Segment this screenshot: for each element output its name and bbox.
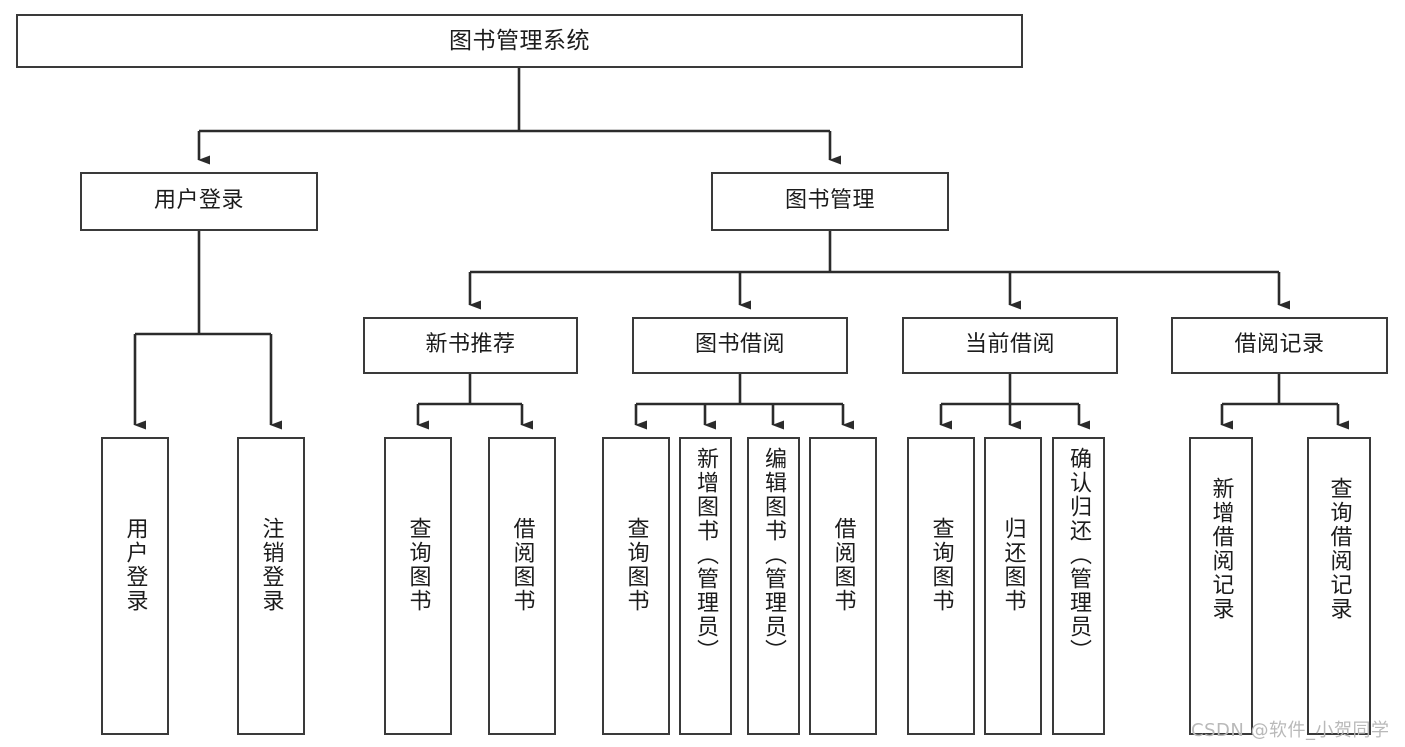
watermark-csdn: CSDN @软件_小贺同学: [1191, 720, 1390, 741]
node-label: 注销登录: [258, 517, 284, 613]
node-label: 新书推荐: [425, 332, 516, 358]
node-label: 借阅图书: [509, 517, 535, 613]
leaf-current-borrow-return-book[interactable]: 归还图书: [984, 437, 1042, 735]
node-label: 归还图书: [1000, 517, 1026, 613]
node-label: 查询图书: [928, 517, 954, 613]
leaf-borrow-record-query-record[interactable]: 查询借阅记录: [1307, 437, 1371, 735]
leaf-book-borrow-add-book-admin[interactable]: 新增图书（管理员）: [679, 437, 732, 735]
node-label: 用户登录: [153, 188, 244, 214]
leaf-user-login-logout[interactable]: 注销登录: [237, 437, 305, 735]
node-user-login[interactable]: 用户登录: [80, 172, 318, 231]
leaf-book-borrow-query-book[interactable]: 查询图书: [602, 437, 670, 735]
node-label: 图书管理: [784, 188, 875, 214]
leaf-new-book-query-book[interactable]: 查询图书: [384, 437, 452, 735]
node-label: 查询借阅记录: [1326, 477, 1352, 621]
leaf-current-borrow-query-book[interactable]: 查询图书: [907, 437, 975, 735]
node-label: 新增借阅记录: [1208, 477, 1234, 621]
node-label: 编辑图书（管理员）: [761, 447, 787, 663]
leaf-book-borrow-edit-book-admin[interactable]: 编辑图书（管理员）: [747, 437, 800, 735]
node-label: 图书管理系统: [449, 27, 590, 54]
node-label: 确认归还（管理员）: [1066, 447, 1092, 663]
node-borrow-record[interactable]: 借阅记录: [1171, 317, 1388, 374]
leaf-book-borrow-borrow-book[interactable]: 借阅图书: [809, 437, 877, 735]
node-book-management[interactable]: 图书管理: [711, 172, 949, 231]
node-label: 当前借阅: [964, 332, 1055, 358]
node-root-book-management-system[interactable]: 图书管理系统: [16, 14, 1023, 68]
node-current-borrow[interactable]: 当前借阅: [902, 317, 1118, 374]
node-book-borrow[interactable]: 图书借阅: [632, 317, 848, 374]
node-label: 查询图书: [623, 517, 649, 613]
leaf-user-login-login[interactable]: 用户登录: [101, 437, 169, 735]
leaf-current-borrow-confirm-return-admin[interactable]: 确认归还（管理员）: [1052, 437, 1105, 735]
node-label: 图书借阅: [694, 332, 785, 358]
node-label: 新增图书（管理员）: [693, 447, 719, 663]
node-label: 借阅图书: [830, 517, 856, 613]
leaf-new-book-borrow-book[interactable]: 借阅图书: [488, 437, 556, 735]
leaf-borrow-record-add-record[interactable]: 新增借阅记录: [1189, 437, 1253, 735]
node-label: 用户登录: [122, 517, 148, 613]
node-label: 借阅记录: [1234, 332, 1325, 358]
node-label: 查询图书: [405, 517, 431, 613]
node-new-book-recommend[interactable]: 新书推荐: [363, 317, 578, 374]
